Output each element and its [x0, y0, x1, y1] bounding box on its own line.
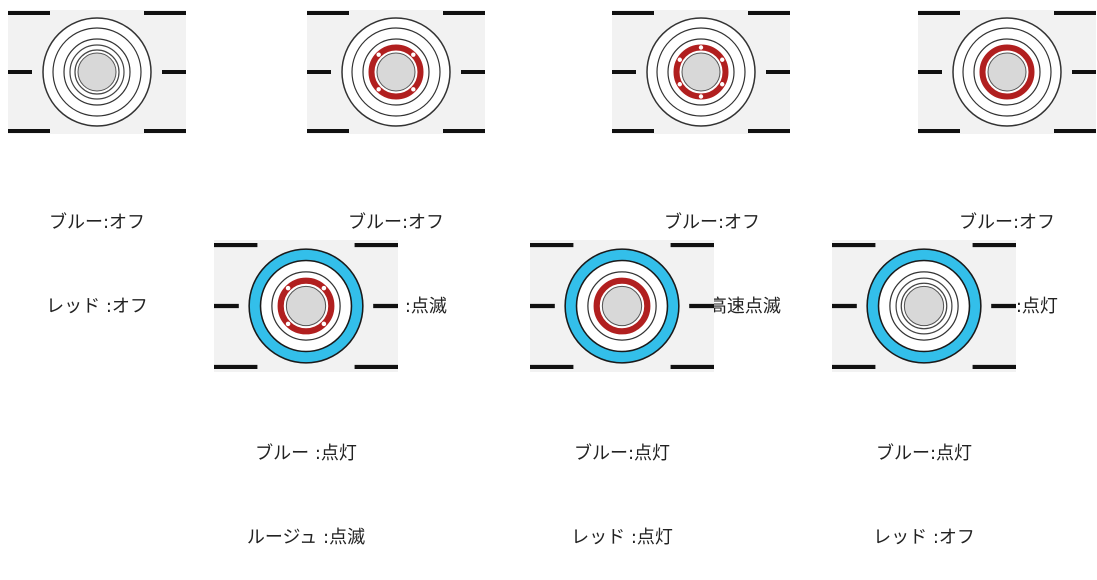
caption-blue-state: ブルー:オフ — [347, 212, 445, 233]
center-lamp — [77, 52, 117, 92]
caption-red-state: レッド :点灯 — [571, 527, 673, 548]
caption-blue-state: ブルー:点灯 — [573, 443, 671, 464]
blink-gap — [411, 87, 416, 92]
caption-red-state: ルージュ :点滅 — [246, 527, 366, 548]
red-ring — [277, 277, 335, 335]
blink-gap — [698, 94, 704, 99]
caption-7: ブルー:点灯 レッド :オフ — [832, 384, 1016, 580]
caption-blue-state: ブルー:オフ — [48, 212, 146, 233]
center-lamp — [285, 285, 327, 327]
blink-gap — [677, 82, 682, 87]
blink-gap — [720, 82, 725, 87]
red-ring — [979, 44, 1035, 100]
indicator-svg — [8, 10, 186, 134]
indicator-svg — [832, 241, 1016, 371]
caption-blue-state: ブルー :点灯 — [255, 443, 357, 464]
indicator-diagram-4 — [918, 10, 1096, 134]
blink-gap — [411, 52, 416, 57]
caption-6: ブルー:点灯 レッド :点灯 — [530, 384, 714, 580]
red-ring — [368, 44, 424, 100]
caption-blue-state: ブルー:オフ — [958, 212, 1056, 233]
indicator-diagram-6 — [530, 240, 714, 372]
blink-gap — [321, 285, 327, 291]
blink-gap — [376, 87, 381, 92]
indicator-diagram-3 — [612, 10, 790, 134]
indicator-svg — [530, 241, 714, 371]
indicator-diagram-2 — [307, 10, 485, 134]
caption-blue-state: ブルー:点灯 — [875, 443, 973, 464]
center-lamp — [681, 52, 721, 92]
indicator-diagram-1 — [8, 10, 186, 134]
blink-gap — [321, 321, 327, 327]
blink-gap — [376, 52, 381, 57]
caption-red-state: レッド :オフ — [46, 296, 148, 317]
blink-gap — [285, 285, 291, 291]
caption-red-state: レッド :オフ — [873, 527, 975, 548]
indicator-svg — [918, 10, 1096, 134]
indicator-diagram-7 — [832, 240, 1016, 372]
caption-1: ブルー:オフ レッド :オフ — [8, 153, 186, 349]
caption-5: ブルー :点灯 ルージュ :点滅 — [204, 384, 408, 580]
blink-gap — [698, 45, 704, 50]
center-lamp — [601, 285, 643, 327]
indicator-diagram-5 — [214, 240, 398, 372]
indicator-svg — [612, 10, 790, 134]
indicator-svg — [214, 241, 398, 371]
red-ring — [593, 277, 651, 335]
blink-gap — [677, 57, 682, 62]
blink-gap — [285, 321, 291, 327]
caption-blue-state: ブルー:オフ — [663, 212, 761, 233]
center-lamp — [903, 285, 945, 327]
blink-gap — [720, 57, 725, 62]
center-lamp — [987, 52, 1027, 92]
center-lamp — [376, 52, 416, 92]
indicator-svg — [307, 10, 485, 134]
